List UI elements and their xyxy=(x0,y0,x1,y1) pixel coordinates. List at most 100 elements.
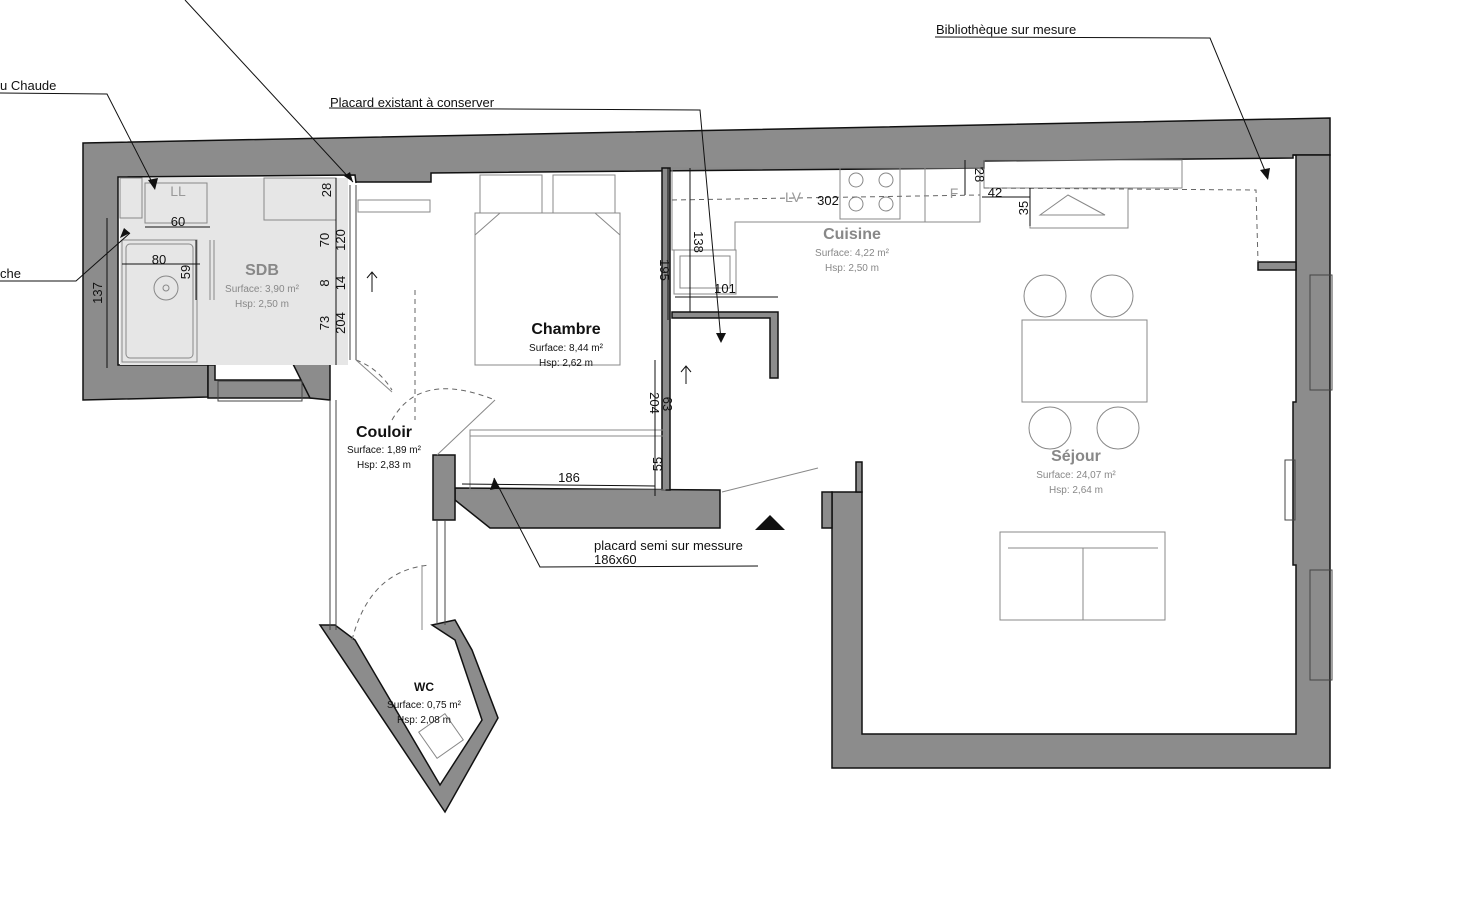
leader-arrowhead-3 xyxy=(148,178,158,190)
annotation-placard-semi: placard semi sur messure xyxy=(594,538,743,553)
kitchen-counter xyxy=(671,167,981,251)
room-chambre: Chambre Surface: 8,44 m² Hsp: 2,62 m xyxy=(529,321,604,369)
shower-tray xyxy=(121,239,198,363)
annotation-bibliotheque: Bibliothèque sur mesure xyxy=(936,22,1076,37)
dim-73: 73 xyxy=(317,316,332,330)
wall-sejour-pillar-2 xyxy=(855,461,863,493)
label-f: F xyxy=(950,185,959,201)
wc-toilet xyxy=(418,713,464,759)
dim-137: 137 xyxy=(90,282,105,304)
annotation-douche: che xyxy=(0,266,21,281)
window-right-1 xyxy=(1309,274,1333,391)
dim-302: 302 xyxy=(817,193,839,208)
nightstand-right xyxy=(552,174,616,214)
nightstand-left xyxy=(479,174,543,214)
leader-arrowhead-4 xyxy=(120,228,130,238)
leader-douche xyxy=(0,232,131,282)
leader-arrowhead-6 xyxy=(344,172,353,182)
label-lv: LV xyxy=(785,189,802,205)
hob-ring-2 xyxy=(878,172,894,188)
window-right-2 xyxy=(1309,569,1333,681)
room-name-cuisine: Cuisine xyxy=(823,226,881,243)
room-couloir: Couloir Surface: 1,89 m² Hsp: 2,83 m xyxy=(347,424,422,471)
hob-ring-1 xyxy=(848,172,864,188)
dim-60: 60 xyxy=(171,214,185,229)
room-sejour: Séjour Surface: 24,07 m² Hsp: 2,64 m xyxy=(1036,448,1116,496)
door-chambre-swing xyxy=(391,388,496,421)
wall-kitchen-return xyxy=(671,311,779,379)
dim-35: 35 xyxy=(1016,201,1031,215)
dim-59: 59 xyxy=(178,265,193,279)
annotation-placard-existant: Placard existant à conserver xyxy=(330,95,495,110)
room-hsp-sejour: Hsp: 2,64 m xyxy=(1049,485,1103,496)
window-right-3 xyxy=(1284,459,1296,521)
leader-placard-semi xyxy=(493,477,759,568)
wall-couloir-mid xyxy=(432,454,456,521)
arrow-up-icon xyxy=(366,271,378,292)
room-wc: WC Surface: 0,75 m² Hsp: 2,08 m xyxy=(387,680,462,726)
kitchen-dash xyxy=(671,194,981,201)
room-hsp-chambre: Hsp: 2,62 m xyxy=(539,358,593,369)
chair-4 xyxy=(1096,406,1140,450)
window-sdb xyxy=(217,380,303,402)
room-surface-couloir: Surface: 1,89 m² xyxy=(347,445,422,456)
room-hsp-sdb: Hsp: 2,50 m xyxy=(235,299,289,310)
room-hsp-couloir: Hsp: 2,83 m xyxy=(357,460,411,471)
fireplace xyxy=(1029,187,1129,229)
annotation-eau-chaude: u Chaude xyxy=(0,78,56,93)
dim-70: 70 xyxy=(317,233,332,247)
dim-14: 14 xyxy=(333,276,348,290)
room-surface-wc: Surface: 0,75 m² xyxy=(387,700,462,711)
chair-2 xyxy=(1090,274,1134,318)
room-name-sejour: Séjour xyxy=(1051,448,1101,465)
room-name-sdb: SDB xyxy=(245,262,279,279)
chambre-shelf xyxy=(357,199,431,213)
dim-138: 138 xyxy=(691,231,706,253)
dim-195: 195 xyxy=(657,259,672,281)
dim-80: 80 xyxy=(152,252,166,267)
entrance-marker-icon xyxy=(755,515,785,530)
hob xyxy=(839,166,901,220)
kitchen-sink-inner xyxy=(679,255,731,289)
bibliotheque-dash xyxy=(983,187,1259,263)
fireplace-inner xyxy=(1038,194,1106,216)
dim-28b: 28 xyxy=(972,168,987,182)
room-surface-sdb: Surface: 3,90 m² xyxy=(225,284,300,295)
dim-55: 55 xyxy=(650,457,665,471)
bibliotheque-shelf xyxy=(983,159,1183,189)
dim-204b: 204 xyxy=(647,392,662,414)
wall-right xyxy=(831,154,1331,769)
dim-8: 8 xyxy=(317,279,332,286)
room-cuisine: Cuisine Surface: 4,22 m² Hsp: 2,50 m xyxy=(815,226,890,274)
leader-placard-existant xyxy=(328,107,722,341)
leader-eau-chaude xyxy=(0,92,156,189)
annotation-placard-semi-size: 186x60 xyxy=(594,552,637,567)
door-sdb-leaf xyxy=(355,359,393,393)
dim-186: 186 xyxy=(558,470,580,485)
door-entry-leaf xyxy=(721,467,819,493)
room-surface-chambre: Surface: 8,44 m² xyxy=(529,343,604,354)
dim-line-186 xyxy=(461,483,656,487)
shower-inner xyxy=(125,243,194,359)
room-sdb: SDB Surface: 3,90 m² Hsp: 2,50 m xyxy=(225,262,300,310)
placard-semi xyxy=(469,429,666,491)
washing-machine xyxy=(144,182,208,224)
room-hsp-cuisine: Hsp: 2,50 m xyxy=(825,263,879,274)
dim-28a: 28 xyxy=(319,183,334,197)
dining-table xyxy=(1021,319,1148,403)
door-sdb-swing xyxy=(355,359,393,391)
wall-chambre-partition xyxy=(661,167,671,491)
dim-120: 120 xyxy=(333,229,348,251)
bed-cover xyxy=(474,212,621,236)
leader-arrowhead-1 xyxy=(716,333,726,343)
dim-63: 63 xyxy=(660,397,675,411)
wall-placard-bottom xyxy=(454,487,721,529)
room-hsp-wc: Hsp: 2,08 m xyxy=(397,715,451,726)
dim-42: 42 xyxy=(988,185,1002,200)
room-surface-cuisine: Surface: 4,22 m² xyxy=(815,248,890,259)
chair-3 xyxy=(1028,406,1072,450)
sdb-cabinet xyxy=(119,177,143,219)
leader-arrowhead-2 xyxy=(1260,168,1270,180)
wall-sejour-pillar xyxy=(821,491,833,529)
